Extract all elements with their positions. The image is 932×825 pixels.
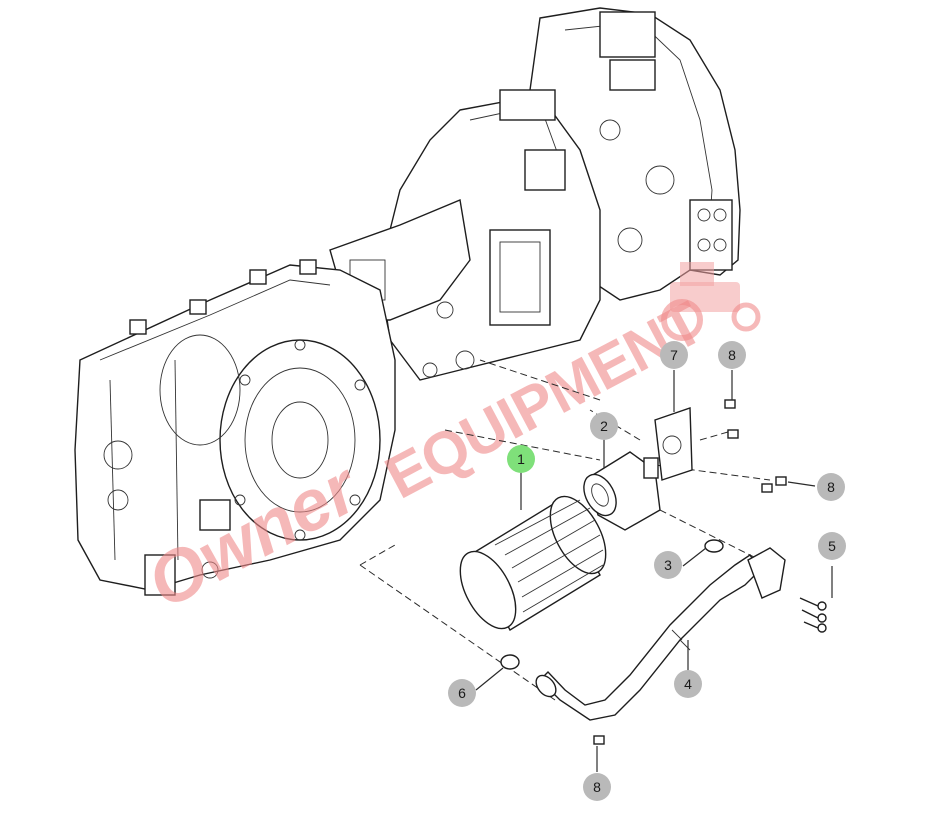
- callout-label: 3: [664, 557, 672, 573]
- bracket-plate: [654, 407, 693, 481]
- callout-3[interactable]: 3: [654, 551, 682, 579]
- callout-label: 6: [458, 685, 466, 701]
- filter-cartridge: [459, 495, 607, 631]
- callout-label: 7: [670, 347, 678, 363]
- leader-lines: [475, 370, 833, 772]
- callout-8-bottom[interactable]: 8: [583, 773, 611, 801]
- bolts: [593, 399, 827, 745]
- callout-label: 2: [600, 418, 608, 434]
- callout-2[interactable]: 2: [590, 412, 618, 440]
- callout-label: 8: [827, 479, 835, 495]
- tractor-icon: [661, 262, 761, 341]
- callout-1[interactable]: 1: [507, 445, 535, 473]
- filter-head: [583, 451, 661, 531]
- oil-pipe: [535, 547, 786, 721]
- transmission-housing: [74, 7, 741, 596]
- callout-label: 8: [728, 347, 736, 363]
- callout-label: 1: [517, 451, 525, 467]
- callout-5[interactable]: 5: [818, 532, 846, 560]
- callout-label: 8: [593, 779, 601, 795]
- o-ring-3: [704, 539, 724, 553]
- callout-6[interactable]: 6: [448, 679, 476, 707]
- o-ring-6: [500, 654, 520, 670]
- callout-label: 4: [684, 676, 692, 692]
- callout-8-right[interactable]: 8: [817, 473, 845, 501]
- callout-4[interactable]: 4: [674, 670, 702, 698]
- callout-8-top[interactable]: 8: [718, 341, 746, 369]
- callout-7[interactable]: 7: [660, 341, 688, 369]
- callout-label: 5: [828, 538, 836, 554]
